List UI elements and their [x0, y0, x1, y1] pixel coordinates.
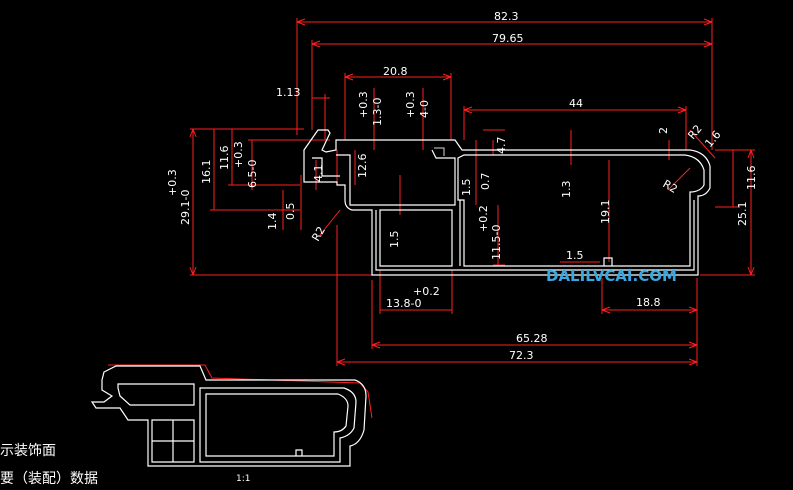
dim-13-8-tol: +0.2 [413, 285, 440, 298]
note-line-2: 要（装配）数据 [0, 471, 98, 487]
dim-1-13: 1.13 [276, 86, 301, 99]
dim-19-1: 19.1 [599, 200, 612, 225]
dim-11-6-left: 11.6 [218, 146, 231, 171]
dim-11-6-right: 11.6 [745, 166, 758, 191]
dim-25-1: 25.1 [736, 202, 749, 227]
dim-1-5-bottom: 1.5 [566, 249, 584, 262]
dim-r2-left: R2 [309, 224, 328, 243]
dim-4-1: 4.1 [312, 165, 325, 183]
dim-20-8: 20.8 [383, 65, 408, 78]
dim-72-3: 72.3 [509, 349, 534, 362]
dim-r2-right: R2 [661, 177, 680, 196]
dim-1-3: 1.3 [560, 181, 573, 199]
dim-82-3: 82.3 [494, 10, 519, 23]
dim-11-5: 11.5-0 [490, 225, 503, 260]
dim-65-28: 65.28 [516, 332, 548, 345]
scale-profile [90, 364, 373, 467]
dim-tol-b2: 4-0 [418, 100, 431, 118]
note-line-1: 示装饰面 [0, 443, 56, 459]
dim-16-1: 16.1 [200, 160, 213, 185]
dim-tol-a2: 1.3-0 [371, 98, 384, 126]
dim-1-4: 1.4 [266, 213, 279, 231]
dim-4-7: 4.7 [495, 137, 508, 155]
scale-label: 1:1 [236, 474, 250, 484]
dimension-labels: 82.3 79.65 20.8 44 1.13 +0.3 1.3-0 +0.3 … [166, 10, 758, 362]
dim-6-5: 6.5-0 [246, 160, 259, 188]
dim-r2-top: R2 [685, 122, 704, 142]
dim-tol-b: +0.3 [404, 91, 417, 118]
main-profile [303, 129, 711, 276]
dim-13-8: 13.8-0 [386, 297, 421, 310]
dim-29-1-tol: +0.3 [166, 169, 179, 196]
dim-2: 2 [657, 127, 670, 134]
dim-1-5a: 1.5 [460, 179, 473, 197]
dim-79-65: 79.65 [492, 32, 524, 45]
dim-0-5: 0.5 [284, 203, 297, 221]
dim-11-5-tol: +0.2 [477, 205, 490, 232]
dim-12-6: 12.6 [356, 154, 369, 179]
dim-tol-a: +0.3 [357, 91, 370, 118]
dim-44: 44 [569, 97, 583, 110]
dim-1-5b: 1.5 [388, 231, 401, 249]
dim-0-7: 0.7 [479, 173, 492, 191]
dim-29-1: 29.1-0 [179, 190, 192, 225]
dim-6-5-tol: +0.3 [232, 141, 245, 168]
watermark-text: DALILVCAI.COM [546, 267, 677, 285]
dim-18-8: 18.8 [636, 296, 661, 309]
